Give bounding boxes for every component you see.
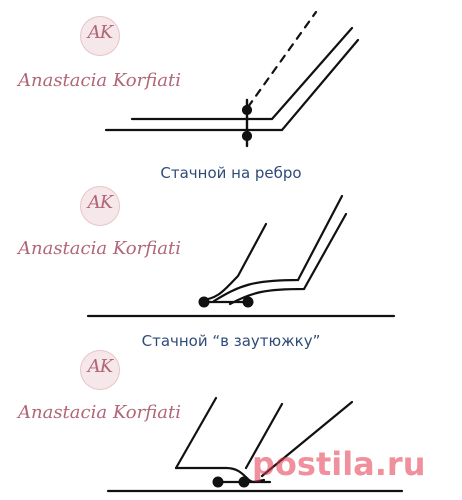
brand-name: Anastacia Korfiati: [18, 402, 181, 423]
diagram-caption: Стачной “в заутюжку”: [141, 332, 321, 350]
seam-diagram-1: [104, 10, 360, 148]
brand-monogram: AK: [87, 192, 113, 213]
panel-seam-pressed-to-side: AK Anastacia Korfiati Стачной “в заутюжк…: [18, 186, 321, 350]
fabric-mid-diagonal: [244, 402, 284, 470]
brand-name: Anastacia Korfiati: [18, 238, 181, 259]
stitch-point: [238, 476, 250, 488]
brand-name: Anastacia Korfiati: [18, 70, 181, 91]
fabric-layer-top: [130, 26, 354, 121]
brand-monogram: AK: [87, 22, 113, 43]
panel-seam-on-edge: AK Anastacia Korfiati Стачной на ребро: [0, 0, 462, 190]
stitch-point: [241, 130, 253, 142]
fabric-layer-folded-2: [228, 212, 348, 306]
diagram-caption: Стачной на ребро: [160, 164, 302, 182]
brand-logo: AK: [80, 16, 120, 56]
fabric-right-diagonal: [260, 400, 354, 478]
fabric-layer-bottom: [104, 38, 360, 132]
fabric-layer-folded-1: [212, 194, 344, 303]
stitch-point: [212, 476, 224, 488]
watermark-text: postila.ru: [252, 445, 426, 483]
seam-diagram-2: [86, 194, 396, 318]
fabric-left-diagonal: [174, 396, 218, 470]
seam-diagram-3: [106, 396, 404, 493]
brand-monogram: AK: [87, 356, 113, 377]
fabric-left-flap: [198, 222, 268, 302]
brand-logo: AK: [80, 350, 120, 390]
brand-logo: AK: [80, 186, 120, 226]
dashed-fold-line: [246, 10, 318, 109]
stitch-point: [242, 296, 254, 308]
stitch-point: [241, 104, 253, 116]
stitch-point: [198, 296, 210, 308]
